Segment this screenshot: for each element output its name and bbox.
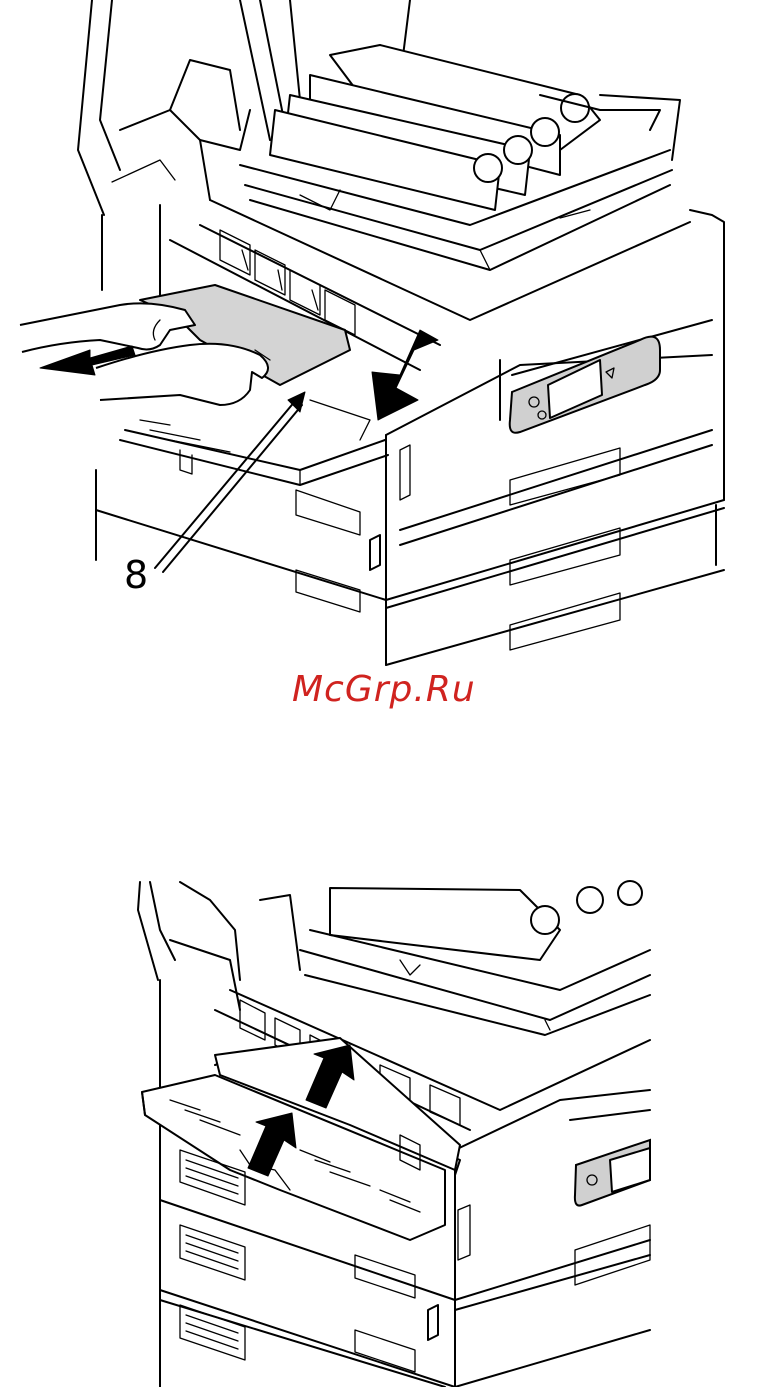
- printer-illustration-top: [0, 0, 772, 690]
- watermark: McGrp.Ru: [292, 672, 476, 708]
- paper-trays: [96, 430, 724, 665]
- toner-cartridges: [270, 45, 680, 210]
- front-paper-guide: [120, 400, 388, 485]
- hands-removing-paper: [20, 285, 350, 405]
- toner-cartridges: [300, 881, 650, 1035]
- operator-panel: [510, 337, 660, 433]
- operator-panel: [575, 1140, 650, 1206]
- callout-label: 8: [124, 556, 148, 594]
- open-top-cover: [138, 882, 300, 1010]
- printer-illustration-bottom: [0, 870, 772, 1387]
- upper-hand: [20, 303, 195, 352]
- cover-close-arrow: [372, 330, 438, 420]
- callout-pointer-arrow: [155, 392, 305, 572]
